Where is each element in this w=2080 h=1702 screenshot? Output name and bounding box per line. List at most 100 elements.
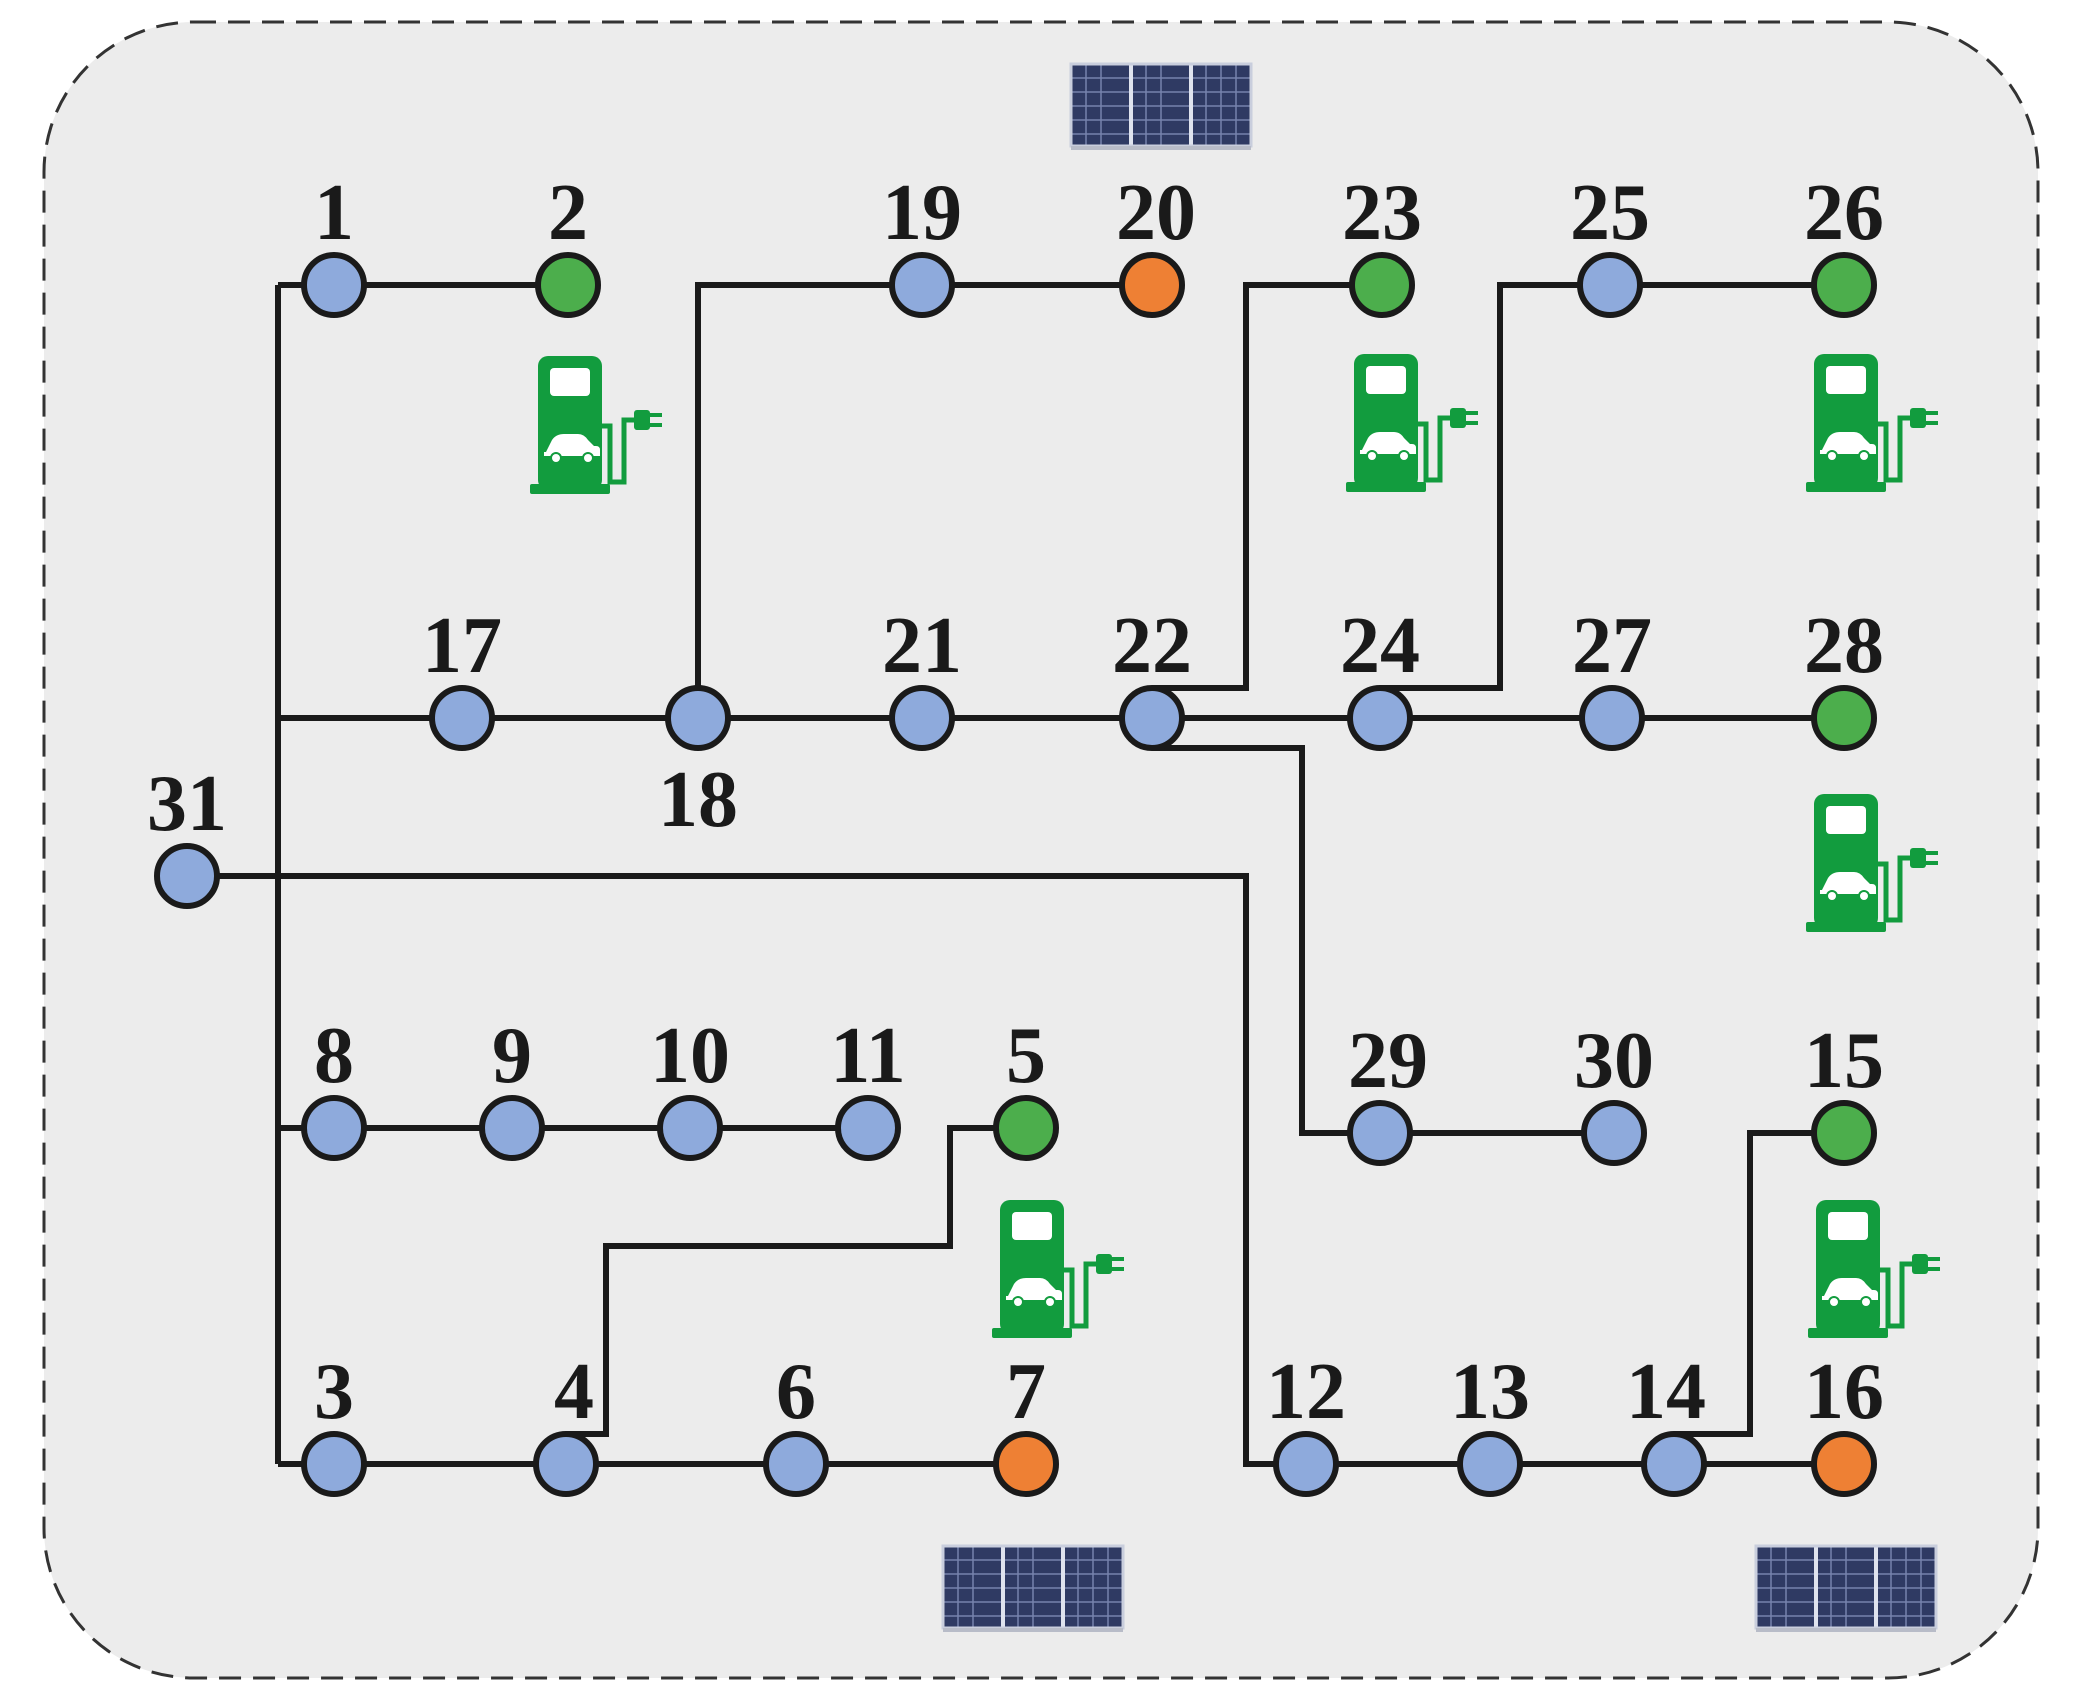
- bus-label-8: 8: [314, 1012, 354, 1100]
- bus-label-1: 1: [314, 169, 354, 257]
- bus-label-21: 21: [882, 602, 962, 690]
- bus-node-14: [1641, 1431, 1707, 1497]
- bus-circle: [1579, 685, 1645, 751]
- bus-circle: [835, 1095, 901, 1161]
- bus-circle: [1811, 252, 1877, 318]
- line-14-15: [1674, 1130, 1844, 1437]
- bus-label-28: 28: [1804, 602, 1884, 690]
- bus-circle: [1811, 1100, 1877, 1166]
- bus-circle: [1349, 252, 1415, 318]
- bus-circle: [1273, 1431, 1339, 1497]
- bus-node-1: [301, 252, 367, 318]
- bus-label-9: 9: [492, 1012, 532, 1100]
- bus-circle: [665, 685, 731, 751]
- bus-label-19: 19: [882, 169, 962, 257]
- bus-circle: [1577, 252, 1643, 318]
- bus-node-6: [763, 1431, 829, 1497]
- bus-node-29: [1347, 1100, 1413, 1166]
- bus-circle: [993, 1095, 1059, 1161]
- bus-label-29: 29: [1348, 1017, 1428, 1105]
- bus-nodes: [154, 252, 1877, 1497]
- bus-node-5: [993, 1095, 1059, 1161]
- bus-label-6: 6: [776, 1348, 816, 1436]
- bus-circle: [657, 1095, 723, 1161]
- bus-circle: [154, 843, 220, 909]
- bus-label-7: 7: [1006, 1348, 1046, 1436]
- bus-node-12: [1273, 1431, 1339, 1497]
- bus-circle: [889, 252, 955, 318]
- solar-panel-icon: [1754, 1544, 1938, 1634]
- bus-label-31: 31: [147, 760, 227, 848]
- solar-panel-icon: [1069, 62, 1253, 152]
- bus-label-26: 26: [1804, 169, 1884, 257]
- bus-circle: [1581, 1100, 1647, 1166]
- bus-label-5: 5: [1006, 1012, 1046, 1100]
- bus-label-14: 14: [1626, 1348, 1706, 1436]
- solar-panel-icon: [941, 1544, 1125, 1634]
- line-18-19: [695, 282, 922, 718]
- bus-node-21: [889, 685, 955, 751]
- bus-label-13: 13: [1450, 1348, 1530, 1436]
- bus-node-16: [1811, 1431, 1877, 1497]
- bus-node-9: [479, 1095, 545, 1161]
- bus-label-11: 11: [830, 1012, 906, 1100]
- bus-node-27: [1579, 685, 1645, 751]
- bus-node-10: [657, 1095, 723, 1161]
- bus-node-15: [1811, 1100, 1877, 1166]
- bus-node-31: [154, 843, 220, 909]
- bus-node-24: [1347, 685, 1413, 751]
- bus-node-23: [1349, 252, 1415, 318]
- bus-node-30: [1581, 1100, 1647, 1166]
- bus-label-10: 10: [650, 1012, 730, 1100]
- bus-label-24: 24: [1340, 602, 1420, 690]
- bus-circle: [1347, 1100, 1413, 1166]
- bus-node-26: [1811, 252, 1877, 318]
- bus-node-22: [1119, 685, 1185, 751]
- bus-label-3: 3: [314, 1348, 354, 1436]
- bus-circle: [1811, 685, 1877, 751]
- bus-node-13: [1457, 1431, 1523, 1497]
- bus-circle: [301, 1095, 367, 1161]
- bus-circle: [1641, 1431, 1707, 1497]
- bus-label-15: 15: [1804, 1017, 1884, 1105]
- bus-node-3: [301, 1431, 367, 1497]
- bus-node-2: [535, 252, 601, 318]
- bus-circle: [301, 1431, 367, 1497]
- bus-circle: [1119, 252, 1185, 318]
- bus-circle: [535, 252, 601, 318]
- bus-node-25: [1577, 252, 1643, 318]
- bus-circle: [889, 685, 955, 751]
- bus-node-17: [429, 685, 495, 751]
- bus-node-20: [1119, 252, 1185, 318]
- bus-label-22: 22: [1112, 602, 1192, 690]
- bus-label-16: 16: [1804, 1348, 1884, 1436]
- bus-circle: [479, 1095, 545, 1161]
- bus-label-2: 2: [548, 169, 588, 257]
- bus-circle: [429, 685, 495, 751]
- line-22-23: [1152, 282, 1382, 691]
- bus-node-8: [301, 1095, 367, 1161]
- line-22-29: [1152, 745, 1380, 1136]
- bus-circle: [533, 1431, 599, 1497]
- bus-circle: [301, 252, 367, 318]
- bus-label-18: 18: [658, 756, 738, 844]
- bus-node-4: [533, 1431, 599, 1497]
- bus-label-4: 4: [554, 1348, 594, 1436]
- bus-circle: [1457, 1431, 1523, 1497]
- bus-circle: [763, 1431, 829, 1497]
- bus-label-12: 12: [1266, 1348, 1346, 1436]
- bus-node-18: [665, 685, 731, 751]
- bus-node-28: [1811, 685, 1877, 751]
- line-24-25: [1380, 282, 1610, 691]
- bus-circle: [1811, 1431, 1877, 1497]
- bus-node-11: [835, 1095, 901, 1161]
- bus-label-27: 27: [1572, 602, 1652, 690]
- bus-circle: [1119, 685, 1185, 751]
- bus-label-25: 25: [1570, 169, 1650, 257]
- bus-label-23: 23: [1342, 169, 1422, 257]
- bus-label-20: 20: [1116, 169, 1196, 257]
- bus-node-7: [993, 1431, 1059, 1497]
- line-4-5: [566, 1125, 1026, 1437]
